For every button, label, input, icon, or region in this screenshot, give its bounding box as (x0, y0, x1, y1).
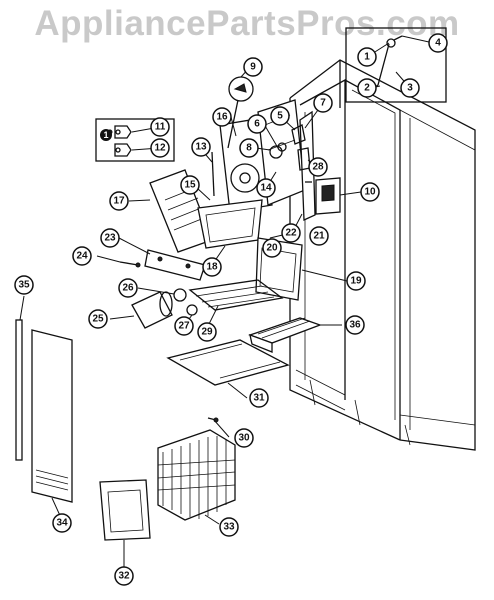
svg-text:28: 28 (312, 162, 324, 173)
svg-text:8: 8 (246, 143, 252, 154)
callout-3: 3 (400, 78, 420, 98)
callout-23: 23 (100, 228, 120, 248)
svg-text:5: 5 (277, 111, 283, 122)
svg-text:16: 16 (216, 112, 228, 123)
callout-15: 15 (180, 175, 200, 195)
callout-12: 12 (150, 138, 170, 158)
callout-29: 29 (197, 322, 217, 342)
callout-6: 6 (247, 114, 267, 134)
callout-2: 2 (357, 78, 377, 98)
dispenser-part (315, 177, 341, 215)
svg-text:34: 34 (56, 518, 68, 529)
svg-text:9: 9 (250, 62, 256, 73)
svg-text:1: 1 (103, 130, 108, 140)
callout-28: 28 (308, 157, 328, 177)
door-strip (15, 319, 23, 461)
refrigerator-cabinet (289, 59, 476, 451)
callout-20: 20 (262, 238, 282, 258)
callout-27: 27 (174, 316, 194, 336)
callout-7: 7 (313, 93, 333, 113)
svg-text:20: 20 (266, 243, 278, 254)
svg-text:24: 24 (76, 251, 88, 262)
svg-text:30: 30 (238, 433, 250, 444)
svg-text:25: 25 (92, 314, 104, 325)
svg-text:21: 21 (313, 231, 325, 242)
callout-13: 13 (191, 137, 211, 157)
wire-basket (157, 429, 236, 521)
svg-text:17: 17 (113, 196, 125, 207)
svg-text:2: 2 (364, 83, 370, 94)
callout-35: 35 (14, 275, 34, 295)
svg-text:23: 23 (104, 233, 116, 244)
svg-text:10: 10 (364, 187, 376, 198)
callout-17: 17 (109, 191, 129, 211)
svg-text:12: 12 (154, 143, 166, 154)
shelf-rails (188, 279, 284, 311)
svg-text:3: 3 (407, 83, 413, 94)
callout-14: 14 (256, 178, 276, 198)
callout-21: 21 (309, 226, 329, 246)
watermark-text: AppliancePartsPros.com (34, 4, 460, 43)
ice-tray (197, 199, 263, 249)
callout-18: 18 (202, 257, 222, 277)
drawer-front (99, 479, 151, 541)
callout-31: 31 (249, 388, 269, 408)
basket-clip (207, 417, 219, 423)
callout-30: 30 (234, 428, 254, 448)
screw (119, 261, 141, 268)
callout-1: 1 (357, 47, 377, 67)
callout-32: 32 (114, 566, 134, 586)
callout-11: 11 (150, 117, 170, 137)
svg-text:14: 14 (260, 183, 272, 194)
callout-36: 36 (345, 315, 365, 335)
svg-text:18: 18 (206, 262, 218, 273)
svg-text:19: 19 (350, 276, 362, 287)
callout-34: 34 (52, 513, 72, 533)
svg-text:31: 31 (253, 393, 265, 404)
auger-motor (131, 291, 173, 329)
ice-bucket (248, 317, 322, 353)
svg-text:35: 35 (18, 280, 30, 291)
callout-5: 5 (270, 106, 290, 126)
svg-text:11: 11 (155, 122, 166, 133)
svg-text:7: 7 (320, 98, 326, 109)
callout-22: 22 (281, 223, 301, 243)
callout-33: 33 (219, 517, 239, 537)
callout-4: 4 (428, 33, 448, 53)
svg-text:1: 1 (364, 52, 370, 63)
legend-marker: 1 (100, 129, 112, 141)
bracket (144, 249, 206, 281)
svg-text:29: 29 (201, 327, 213, 338)
callout-19: 19 (346, 271, 366, 291)
svg-text:15: 15 (184, 180, 196, 191)
svg-text:6: 6 (254, 119, 260, 130)
callout-8: 8 (239, 138, 259, 158)
callout-25: 25 (88, 309, 108, 329)
svg-text:13: 13 (195, 142, 207, 153)
callout-16: 16 (212, 107, 232, 127)
part-legend-box (95, 118, 175, 162)
callout-9: 9 (243, 57, 263, 77)
door-panel (31, 329, 73, 503)
svg-text:27: 27 (178, 321, 190, 332)
svg-text:4: 4 (435, 38, 441, 49)
callout-24: 24 (72, 246, 92, 266)
svg-text:32: 32 (118, 571, 130, 582)
callout-10: 10 (360, 182, 380, 202)
sensor-wire (211, 151, 215, 197)
svg-text:22: 22 (285, 228, 297, 239)
svg-text:36: 36 (349, 320, 361, 331)
glass-shelf (166, 339, 290, 386)
svg-text:33: 33 (223, 522, 235, 533)
callout-26: 26 (118, 278, 138, 298)
svg-text:26: 26 (122, 283, 134, 294)
